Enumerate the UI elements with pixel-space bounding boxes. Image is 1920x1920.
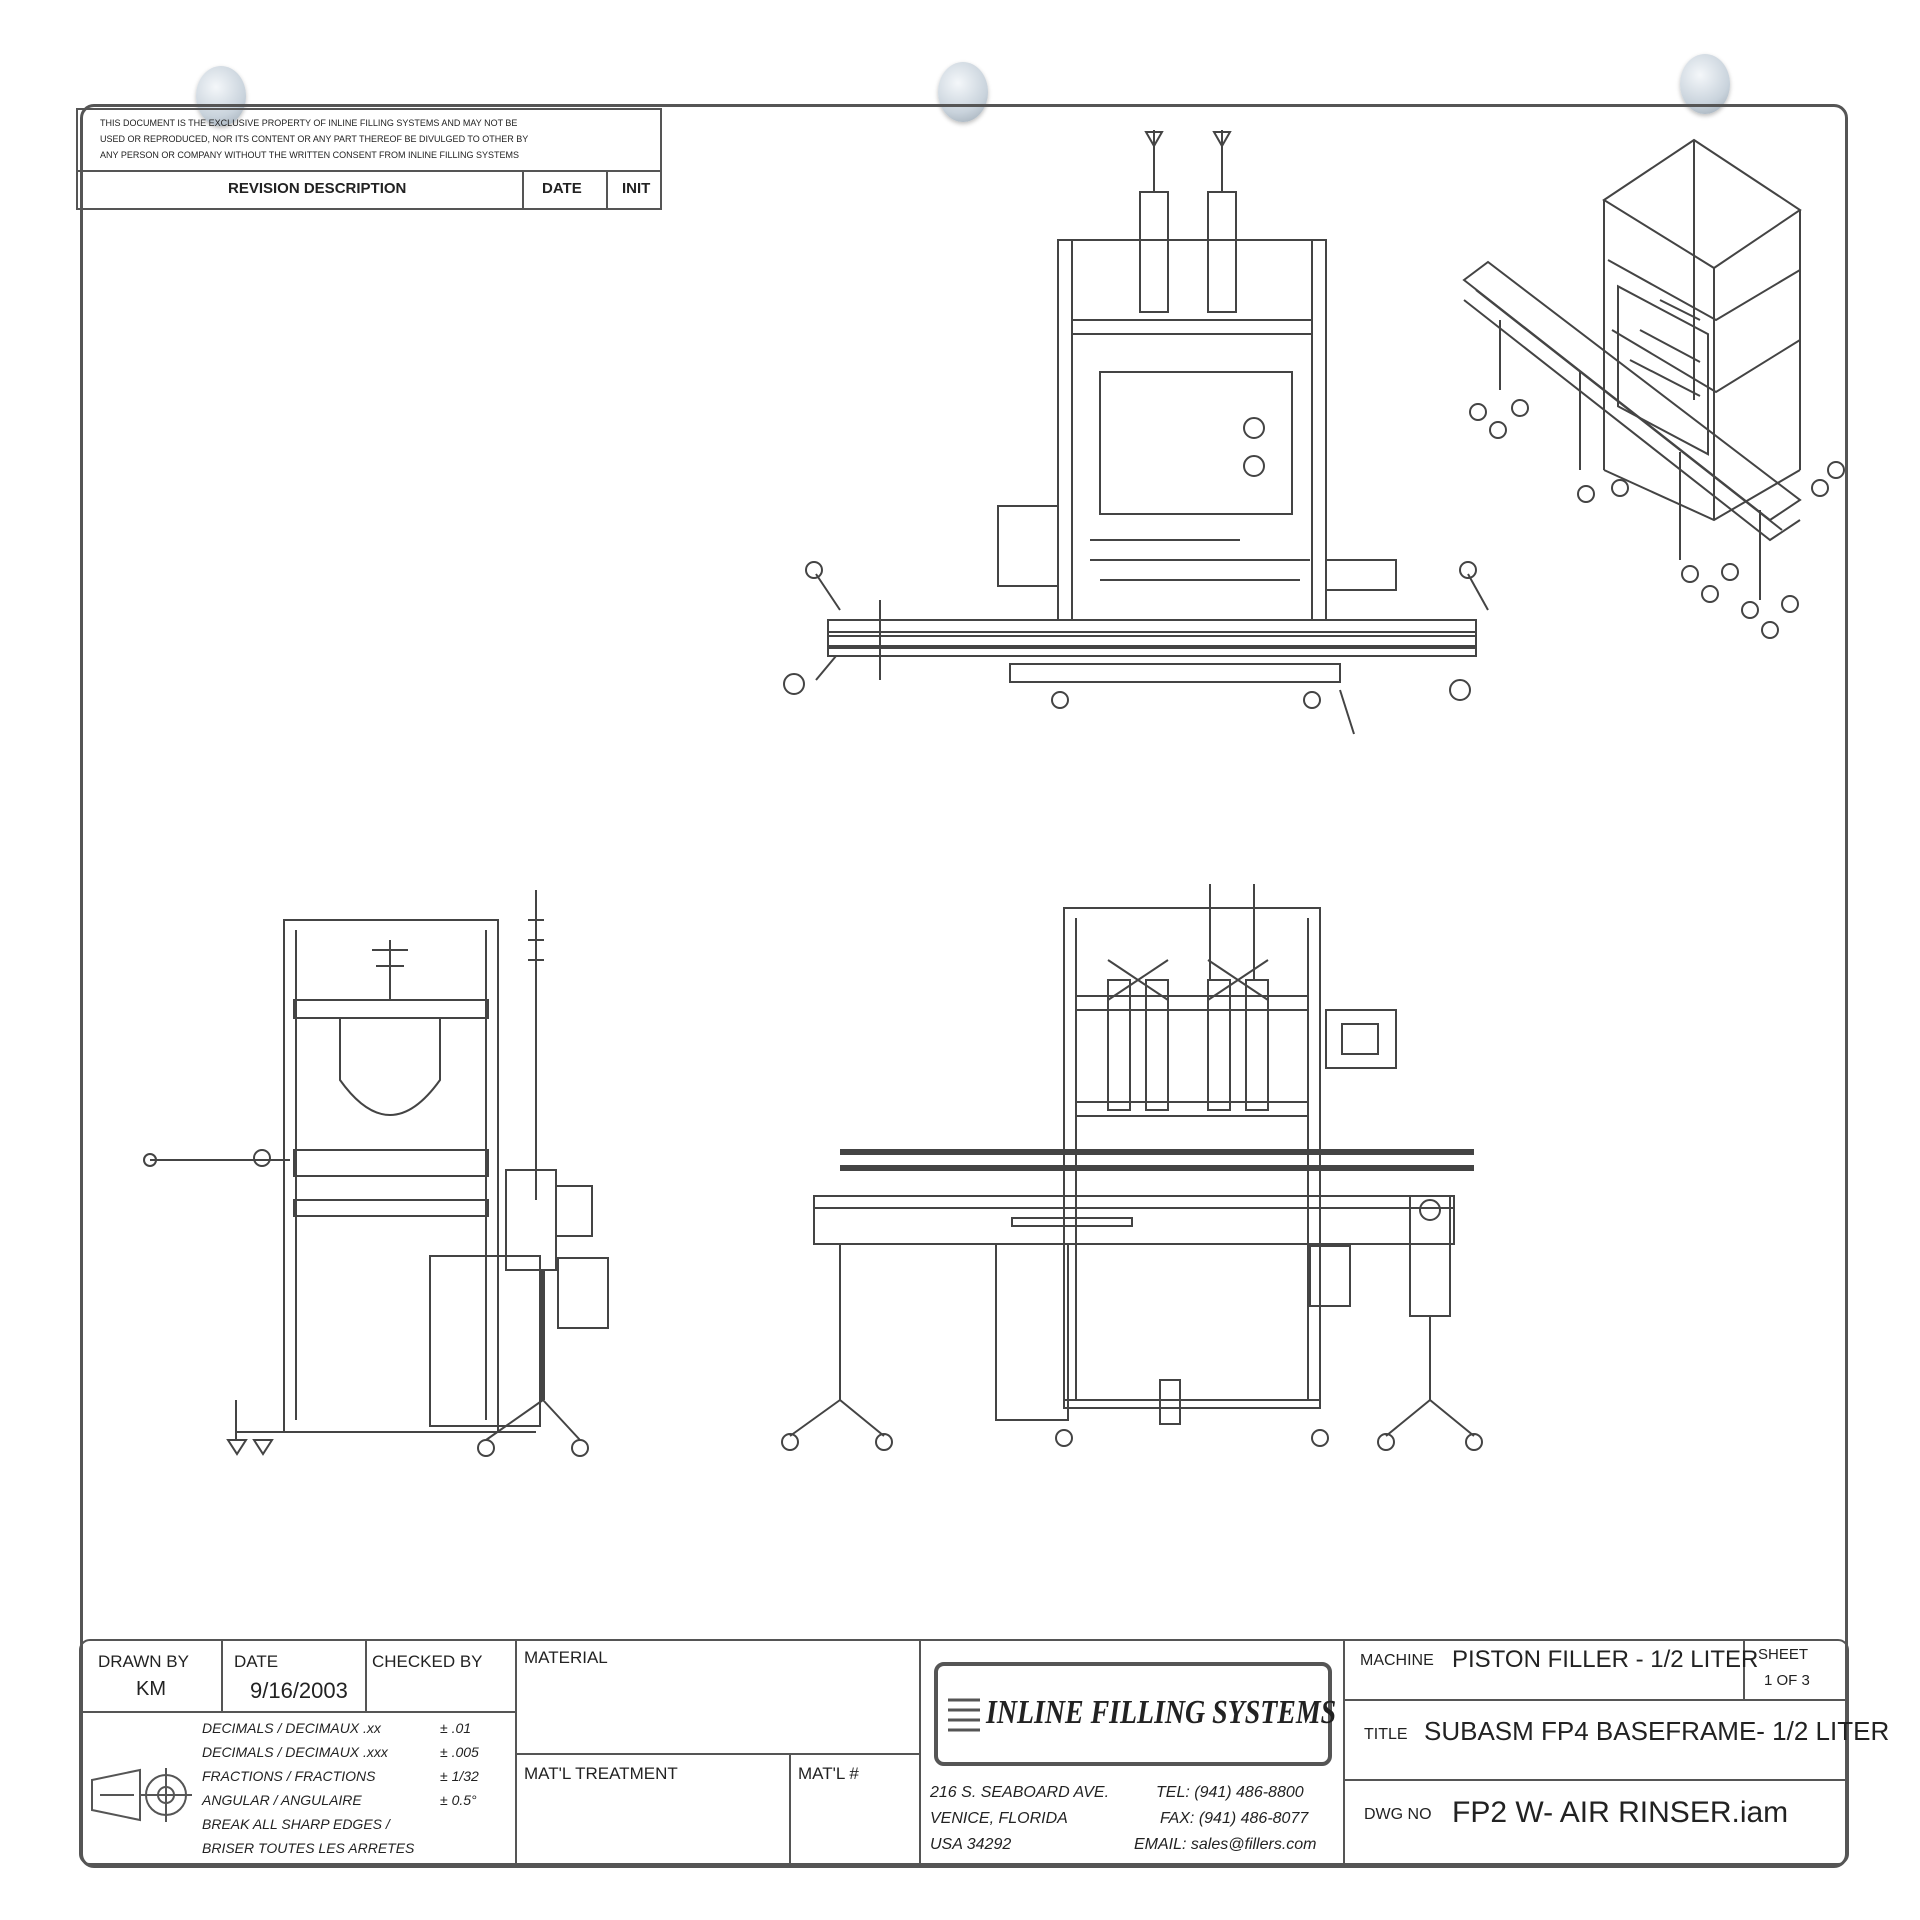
sheet-label: SHEET — [1758, 1646, 1809, 1663]
address-line-3: USA 34292 — [930, 1836, 1012, 1853]
tolerance-label-2: DECIMALS / DECIMAUX .xxx — [202, 1744, 388, 1760]
title-value: SUBASM FP4 BASEFRAME- 1/2 LITER — [1424, 1716, 1890, 1746]
front-view — [782, 884, 1482, 1450]
top-view — [784, 130, 1488, 734]
side-view — [144, 890, 608, 1456]
edge-note-line-2: BRISER TOUTES LES ARRETES — [202, 1840, 415, 1856]
tolerance-value-1: ± .01 — [440, 1720, 472, 1736]
drawn-by-label: DRAWN BY — [98, 1652, 189, 1671]
tolerance-label-4: ANGULAR / ANGULAIRE — [202, 1792, 362, 1808]
revision-block: THIS DOCUMENT IS THE EXCLUSIVE PROPERTY … — [76, 108, 662, 210]
contact-fax: FAX: (941) 486-8077 — [1160, 1810, 1309, 1827]
tolerance-value-2: ± .005 — [440, 1744, 479, 1760]
title-block-grid — [80, 1640, 1848, 1864]
edge-note-line-1: BREAK ALL SHARP EDGES / — [202, 1816, 390, 1832]
drawn-by-value: KM — [136, 1678, 166, 1700]
isometric-view — [1464, 140, 1844, 638]
ownership-notice-line-1: THIS DOCUMENT IS THE EXCLUSIVE PROPERTY … — [100, 118, 518, 128]
tolerance-value-3: ± 1/32 — [440, 1768, 479, 1784]
ownership-notice-line-2: USED OR REPRODUCED, NOR ITS CONTENT OR A… — [100, 134, 529, 144]
drawing-number-label: DWG NO — [1364, 1806, 1432, 1823]
address-line-2: VENICE, FLORIDA — [930, 1810, 1068, 1827]
binder-pin-left — [196, 66, 246, 126]
material-label: MATERIAL — [524, 1648, 608, 1667]
date-value: 9/16/2003 — [250, 1678, 348, 1703]
binder-pin-center — [938, 62, 988, 122]
tolerance-label-3: FRACTIONS / FRACTIONS — [202, 1768, 376, 1784]
machine-label: MACHINE — [1360, 1652, 1434, 1669]
drawing-sheet-border — [80, 104, 1848, 1868]
date-label: DATE — [234, 1652, 279, 1671]
address-line-1: 216 S. SEABOARD AVE. — [930, 1784, 1110, 1801]
revision-init-header: INIT — [622, 180, 651, 197]
tolerance-label-1: DECIMALS / DECIMAUX .xx — [202, 1720, 381, 1736]
matl-number-label: MAT'L # — [798, 1764, 859, 1783]
ownership-notice-line-3: ANY PERSON OR COMPANY WITHOUT THE WRITTE… — [100, 150, 520, 160]
title-label: TITLE — [1364, 1726, 1408, 1743]
revision-date-header: DATE — [542, 180, 582, 197]
tolerance-value-4: ± 0.5° — [440, 1792, 477, 1808]
checked-by-label: CHECKED BY — [372, 1652, 483, 1671]
revision-description-header: REVISION DESCRIPTION — [228, 180, 407, 197]
contact-tel: TEL: (941) 486-8800 — [1156, 1784, 1304, 1801]
contact-email: EMAIL: sales@fillers.com — [1134, 1836, 1317, 1853]
matl-treatment-label: MAT'L TREATMENT — [524, 1764, 678, 1783]
machine-value: PISTON FILLER - 1/2 LITER — [1452, 1646, 1759, 1673]
company-logo-text: INLINE FILLING SYSTEMS — [986, 1694, 1337, 1731]
drawing-number-value: FP2 W- AIR RINSER.iam — [1452, 1796, 1789, 1829]
sheet-value: 1 OF 3 — [1764, 1672, 1810, 1689]
